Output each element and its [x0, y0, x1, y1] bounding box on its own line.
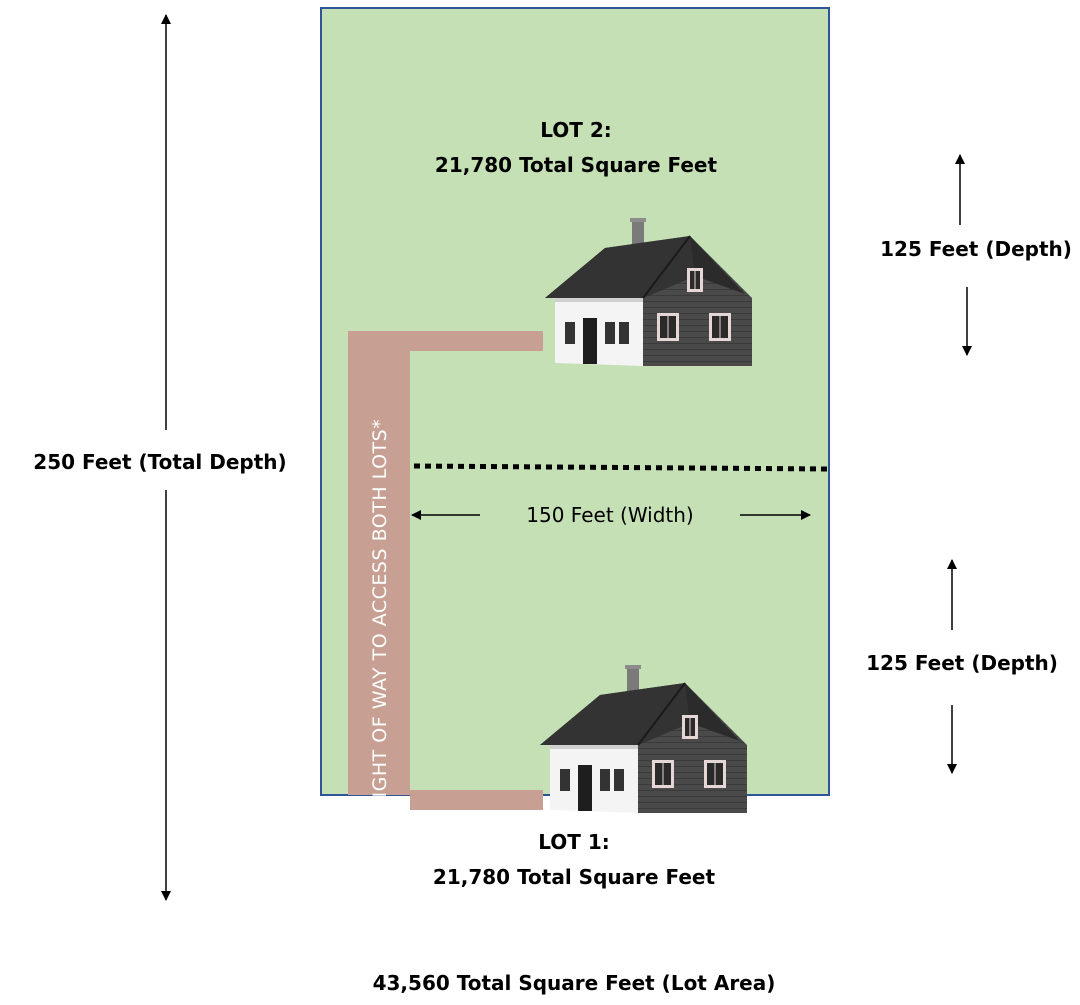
total-depth-label: 250 Feet (Total Depth) [33, 450, 286, 474]
lot2-title: LOT 2: [540, 118, 612, 142]
lot2-area: 21,780 Total Square Feet [435, 153, 718, 177]
total-area-label: 43,560 Total Square Feet (Lot Area) [373, 971, 776, 995]
lot1-driveway [410, 790, 543, 810]
right-of-way-label: RIGHT OF WAY TO ACCESS BOTH LOTS* [369, 419, 391, 811]
lot2-depth-label: 125 Feet (Depth) [880, 237, 1072, 261]
lot1-title: LOT 1: [538, 830, 610, 854]
lot-division-line [413, 463, 830, 472]
width-label: 150 Feet (Width) [526, 503, 693, 527]
lot1-depth-label: 125 Feet (Depth) [866, 651, 1058, 675]
right-of-way-strip [348, 331, 410, 795]
lot2-driveway [348, 331, 543, 351]
lot1-area: 21,780 Total Square Feet [433, 865, 716, 889]
